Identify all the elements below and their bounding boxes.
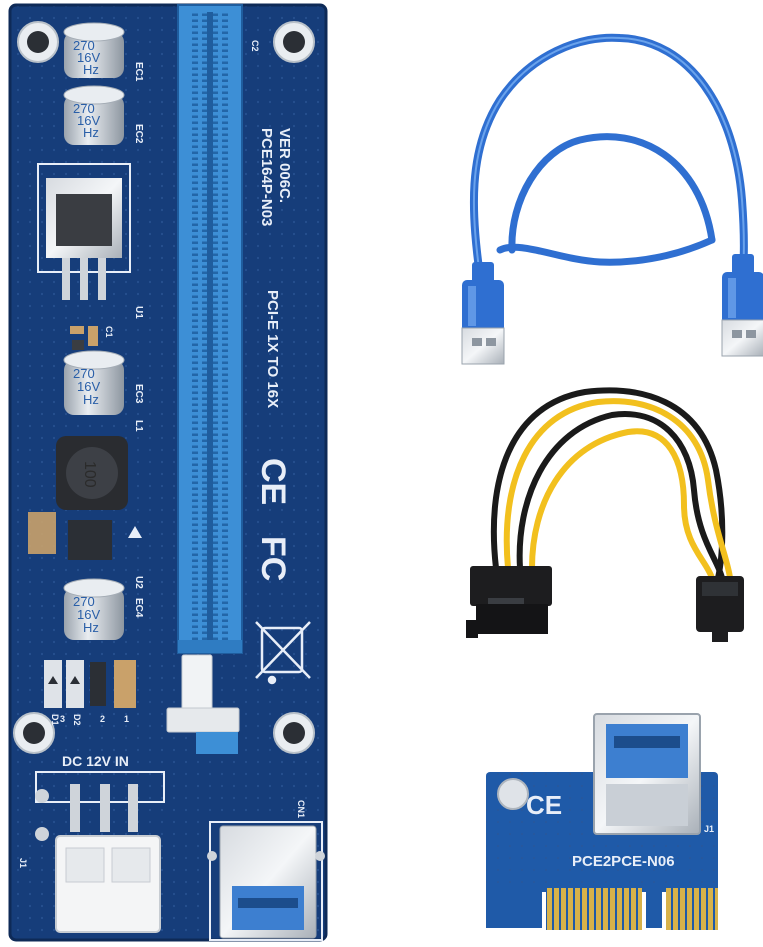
capacitor-value: 270 [73,594,95,609]
label-d1: D1 [50,714,60,726]
capacitor-ec3: 270 16V Hz [63,350,125,415]
label-u2: U2 [133,576,144,589]
power-connector [35,771,165,933]
slot-latch [166,654,240,754]
cap-code: 3 [60,714,65,724]
label-cn1: CN1 [296,800,306,818]
adapter-model: PCE2PCE-N06 [572,853,675,870]
ce-mark: CE [254,458,292,505]
cap-code: 2 [100,714,105,724]
adapter-connector-label: J1 [704,824,714,834]
riser-spec: PCI-E 1X TO 16X [264,290,281,408]
riser-version: VER 006C. [276,128,293,203]
riser-model: PCE164P-N03 [258,128,275,226]
capacitor-voltage: 16V [77,113,100,128]
inductor-l1: 100 [56,436,128,510]
mounting-hole [273,21,315,63]
inductor-marking: 100 [81,461,98,488]
capacitor-ec1: 270 16V Hz [63,22,125,78]
label-ec4: EC4 [133,598,144,618]
capacitor-value: 270 [73,38,95,53]
voltage-regulator-u1 [37,163,131,300]
mounting-hole [17,21,59,63]
capacitor-unit: Hz [83,62,99,77]
sata-power-connector [466,566,552,638]
label-u1: U1 [133,306,144,319]
adapter-usb-port [593,713,701,835]
usb-cable [461,33,763,365]
label-d2: D2 [72,714,82,726]
fc-mark: FC [254,536,292,581]
capacitor-unit: Hz [83,620,99,635]
label-c1: C1 [104,326,114,338]
pcie-6pin-connector [696,576,744,642]
riser-usb-port [207,821,325,941]
power-cable [490,387,733,581]
mounting-hole [13,712,55,754]
weee-bin-icon [255,621,311,685]
label-c2: C2 [250,40,260,52]
adapter-ce-mark: CE [526,790,562,820]
mounting-hole [273,712,315,754]
cap-code: 1 [124,714,129,724]
capacitor-voltage: 16V [77,379,100,394]
capacitor-unit: Hz [83,125,99,140]
label-ec3: EC3 [133,384,144,404]
riser-board: 270 16V Hz 270 16V Hz 270 16V Hz 270 16V… [8,3,328,942]
label-ec2: EC2 [133,124,144,144]
pcie-x16-slot [177,4,243,654]
label-j1: J1 [18,858,28,868]
capacitor-value: 270 [73,101,95,116]
label-l1: L1 [133,420,144,432]
capacitor-ec4: 270 16V Hz [63,578,125,640]
capacitor-unit: Hz [83,392,99,407]
label-ec1: EC1 [133,62,144,82]
power-input-label: DC 12V IN [62,753,129,769]
capacitor-value: 270 [73,366,95,381]
smd-components [28,326,142,560]
diodes [44,660,136,708]
capacitor-voltage: 16V [77,50,100,65]
capacitor-ec2: 270 16V Hz [63,85,125,145]
capacitor-voltage: 16V [77,607,100,622]
